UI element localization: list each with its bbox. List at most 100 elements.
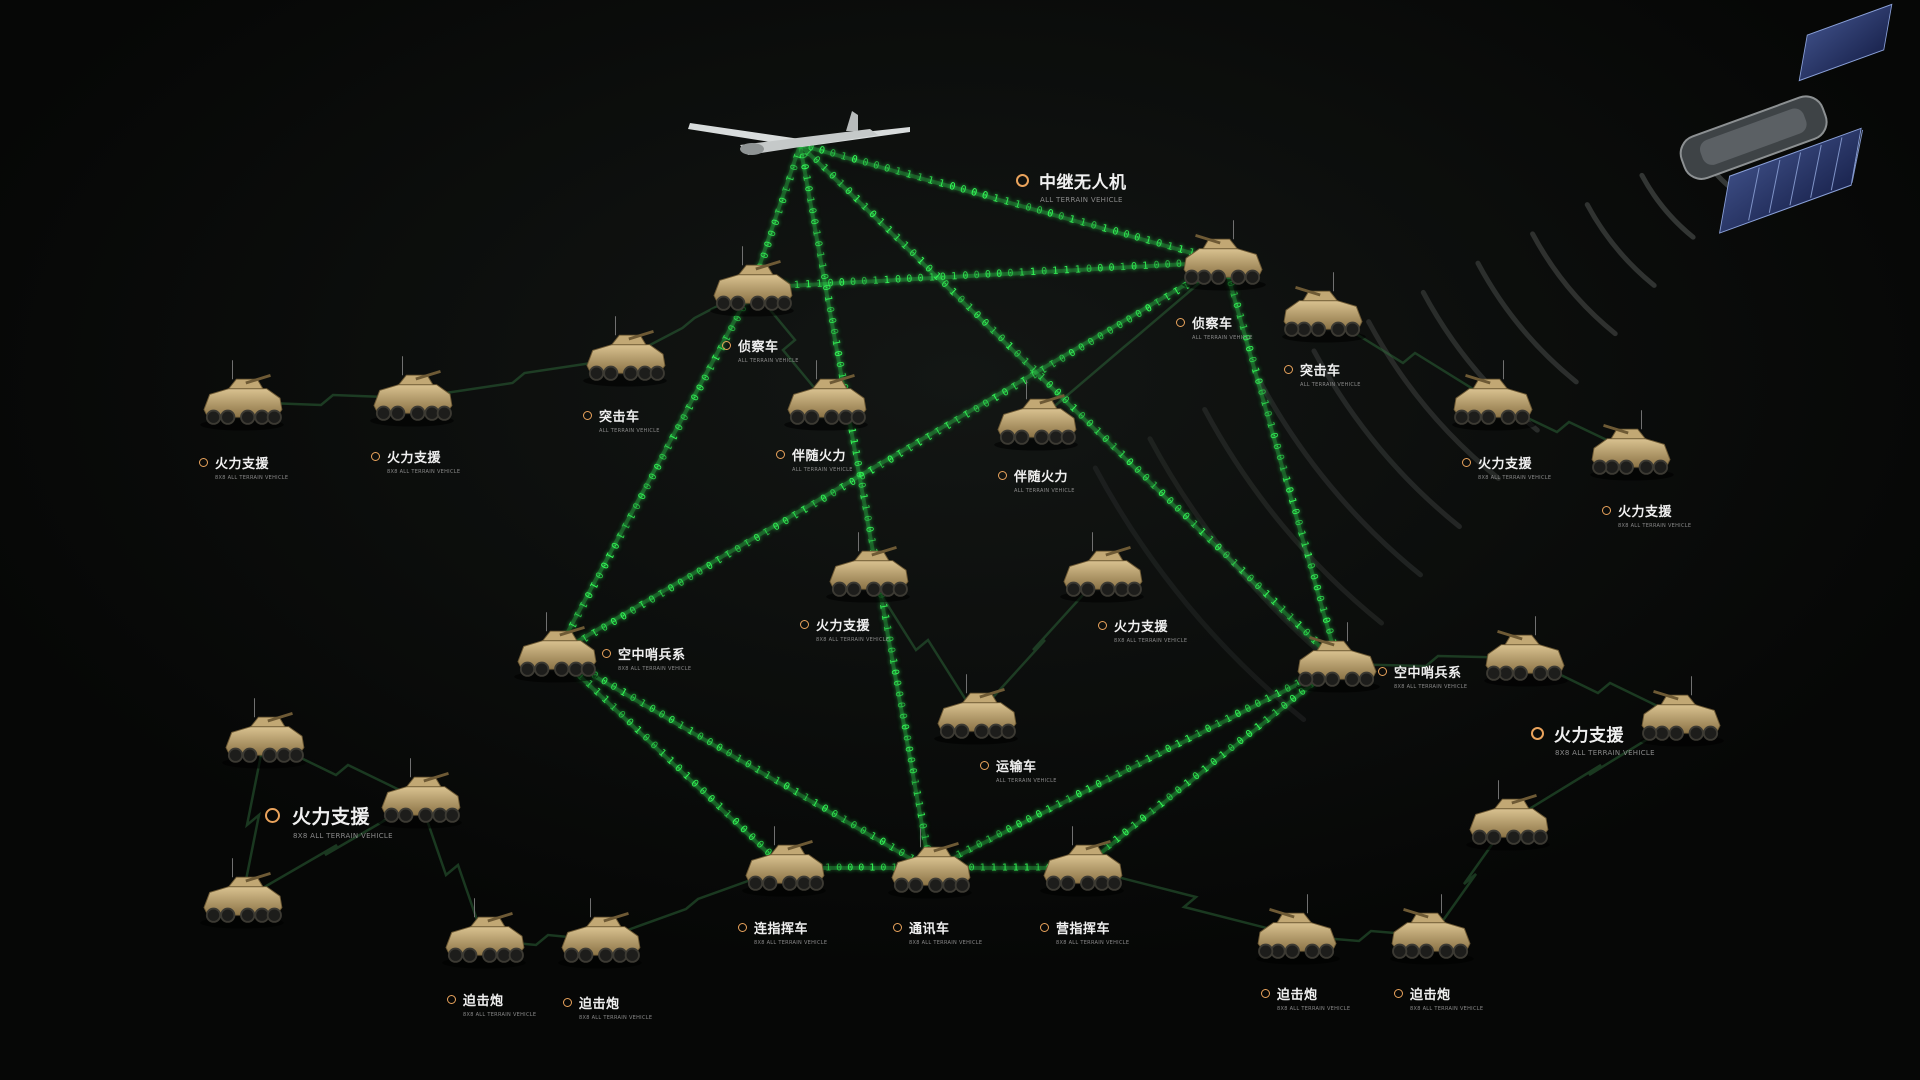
binary-bit: 0: [922, 263, 934, 275]
binary-bit: 1: [1063, 265, 1070, 276]
vehicle-wheel: [508, 947, 524, 963]
binary-bit: 0: [883, 163, 892, 175]
node-label-row: 连指挥车: [738, 918, 827, 937]
binary-bit: 1: [869, 863, 875, 874]
binary-bit: 0: [971, 309, 983, 321]
data-link: [750, 260, 1226, 290]
node-name: 连指挥车: [754, 922, 809, 937]
uav-fuselage: [740, 129, 878, 155]
data-link: [798, 143, 1226, 264]
binary-bit: 1: [1236, 565, 1248, 577]
binary-bit: 1: [583, 678, 595, 690]
binary-bit: 0: [705, 793, 717, 805]
binary-bit: 0: [810, 154, 822, 166]
ring-marker-icon: [722, 341, 731, 350]
node-name: 空中哨兵系: [618, 648, 686, 663]
binary-bit: 0: [848, 819, 859, 832]
vehicle-gun: [755, 260, 781, 271]
node-label-row: 伴随火力: [998, 466, 1075, 485]
binary-bit: 0: [608, 681, 619, 694]
binary-bit: 0: [829, 808, 840, 821]
local-link: [418, 799, 486, 941]
node-label-row: 火力支援: [1531, 721, 1655, 746]
vehicle-gun: [628, 330, 654, 341]
binary-bit: 0: [693, 382, 706, 393]
vehicle-wheel: [240, 409, 256, 425]
binary-bit: 1: [1013, 199, 1022, 211]
vehicle-wheel: [730, 295, 746, 311]
binary-bit: 0: [939, 278, 951, 290]
binary-bit: 1: [1260, 588, 1272, 600]
binary-bit: 0: [635, 490, 648, 501]
node-label-row: 突击车: [583, 406, 660, 425]
binary-bit: 0: [1133, 306, 1144, 319]
binary-bit: 0: [1142, 301, 1153, 314]
binary-bit: 0: [889, 668, 901, 676]
vehicle-gun: [1403, 908, 1429, 919]
binary-bit: 0: [1153, 260, 1160, 271]
local-link: [411, 356, 626, 400]
panel-grid-line: [1768, 159, 1781, 213]
vehicle-wheel: [1358, 671, 1375, 687]
binary-bit: 1: [790, 151, 802, 160]
binary-bit: 0: [847, 863, 853, 874]
node-name: 火力支援: [1554, 726, 1624, 746]
binary-bit: 1: [1154, 748, 1164, 761]
binary-bit: 1: [847, 438, 859, 446]
binary-bit: 1: [857, 493, 869, 501]
vehicle-gun: [415, 370, 441, 381]
binary-bit: 0: [648, 740, 660, 752]
binary-bit: 0: [802, 185, 814, 193]
binary-bit: 1: [1144, 753, 1154, 766]
binary-bit: 1: [656, 747, 668, 759]
binary-bit: 0: [629, 500, 642, 511]
binary-bit: 0: [647, 703, 658, 716]
binary-bit: 1: [963, 302, 975, 314]
node-label-row: 伴随火力: [776, 445, 853, 464]
node-subtitle: 8X8 ALL TERRAIN VEHICLE: [618, 666, 692, 672]
binary-bit: 0: [1289, 507, 1301, 516]
node-subtitle: 8X8 ALL TERRAIN VEHICLE: [579, 1015, 653, 1021]
binary-bit: 0: [1243, 703, 1253, 716]
binary-bit: 1: [926, 175, 935, 187]
ring-marker-icon: [800, 620, 809, 629]
vehicle-wheel: [1270, 943, 1286, 959]
vehicle-wheel: [1480, 409, 1496, 425]
data-link: [750, 143, 802, 290]
binary-bit: 0: [1323, 627, 1335, 636]
vehicle-wheel: [254, 409, 270, 425]
binary-bit: 0: [975, 839, 985, 852]
vehicle-wheel: [1196, 269, 1212, 285]
binary-bit: 0: [1120, 827, 1132, 839]
binary-bit: 1: [914, 255, 926, 267]
binary-bit: 1: [1103, 841, 1115, 853]
binary-bit: 1: [772, 206, 784, 215]
binary-bit: 0: [1131, 464, 1143, 476]
vehicle-wheel: [1454, 409, 1470, 425]
binary-bit: 1: [904, 169, 913, 181]
node-name: 侦察车: [738, 340, 779, 355]
binary-bit: 1: [865, 537, 877, 545]
binary-bit: 0: [1164, 259, 1171, 270]
vehicle-wheel: [649, 365, 665, 381]
binary-bit: 1: [760, 525, 771, 538]
binary-bit: 1: [1236, 323, 1248, 332]
binary-bit: 0: [1209, 756, 1221, 768]
binary-bit: 1: [839, 151, 848, 163]
binary-bit: 1: [1295, 529, 1307, 538]
vehicle-wheel: [824, 409, 840, 425]
vehicle-wheel: [1652, 459, 1669, 475]
binary-bit: 0: [846, 474, 857, 487]
vehicle-gun: [1603, 424, 1629, 435]
binary-bit: 0: [1304, 562, 1316, 571]
vehicle-wheel: [390, 405, 406, 421]
vehicle-wheel: [1000, 723, 1016, 739]
node-name: 火力支援: [1478, 457, 1533, 472]
vehicle-wheel: [866, 581, 882, 597]
vehicle-wheel: [1471, 829, 1488, 845]
binary-bit: 0: [665, 581, 676, 594]
node-subtitle: ALL TERRAIN VEHICLE: [1014, 488, 1075, 494]
vehicle-gun: [267, 712, 293, 723]
